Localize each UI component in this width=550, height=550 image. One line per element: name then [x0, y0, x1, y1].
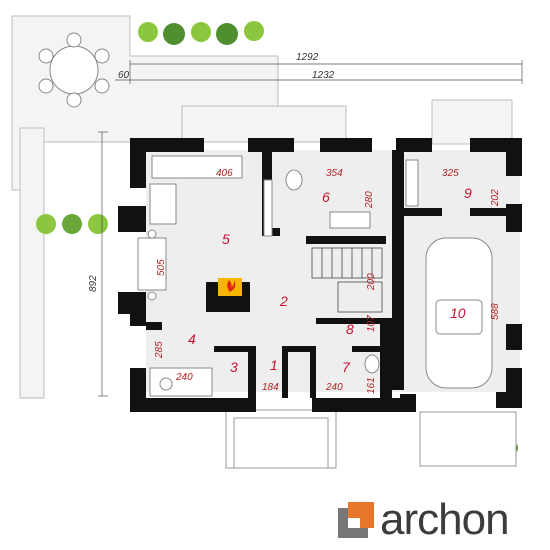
shrubs-left: [36, 214, 108, 234]
room-number-10: 10: [450, 305, 466, 321]
walls: [118, 138, 522, 412]
room-9-width: 325: [442, 168, 459, 179]
room-number-7: 7: [342, 359, 351, 375]
room-10-height: 588: [490, 303, 501, 320]
stairs: [311, 247, 383, 313]
furniture: [137, 155, 493, 397]
shrubs-top: [138, 21, 264, 45]
room-9-height: 202: [490, 189, 501, 207]
room-5-height: 505: [156, 259, 167, 276]
dim-depth: 892: [88, 275, 99, 292]
stairs-height: 200: [366, 273, 377, 291]
room-number-1: 1: [270, 357, 278, 373]
room-number-5: 5: [222, 231, 230, 247]
fireplace: [218, 278, 242, 296]
dim-wall-offset: 60: [118, 70, 130, 81]
brand-mark-icon: [338, 502, 374, 538]
dim-total-width: 1292: [296, 52, 319, 63]
room-number-6: 6: [322, 189, 330, 205]
porch: [225, 409, 517, 469]
room-6-height: 280: [364, 191, 375, 209]
room-5-width: 406: [216, 168, 233, 179]
brand-name: archon: [380, 495, 510, 544]
room-number-4: 4: [188, 331, 196, 347]
dimension-lines: [98, 60, 523, 397]
room-4-width: 240: [175, 372, 193, 383]
room-1-width: 184: [262, 382, 279, 393]
room-8-height: 107: [366, 315, 377, 332]
room-6-width: 354: [326, 168, 343, 179]
room-4-height: 285: [154, 341, 165, 359]
room-number-8: 8: [346, 321, 354, 337]
room-number-9: 9: [464, 185, 472, 201]
room-number-2: 2: [279, 293, 288, 309]
brand-logo: archon: [338, 495, 510, 544]
room-7-width: 240: [325, 382, 343, 393]
room-7-height: 161: [366, 377, 377, 394]
dim-inner-width: 1232: [312, 70, 335, 81]
room-number-3: 3: [230, 359, 238, 375]
garden-table: [38, 32, 110, 108]
